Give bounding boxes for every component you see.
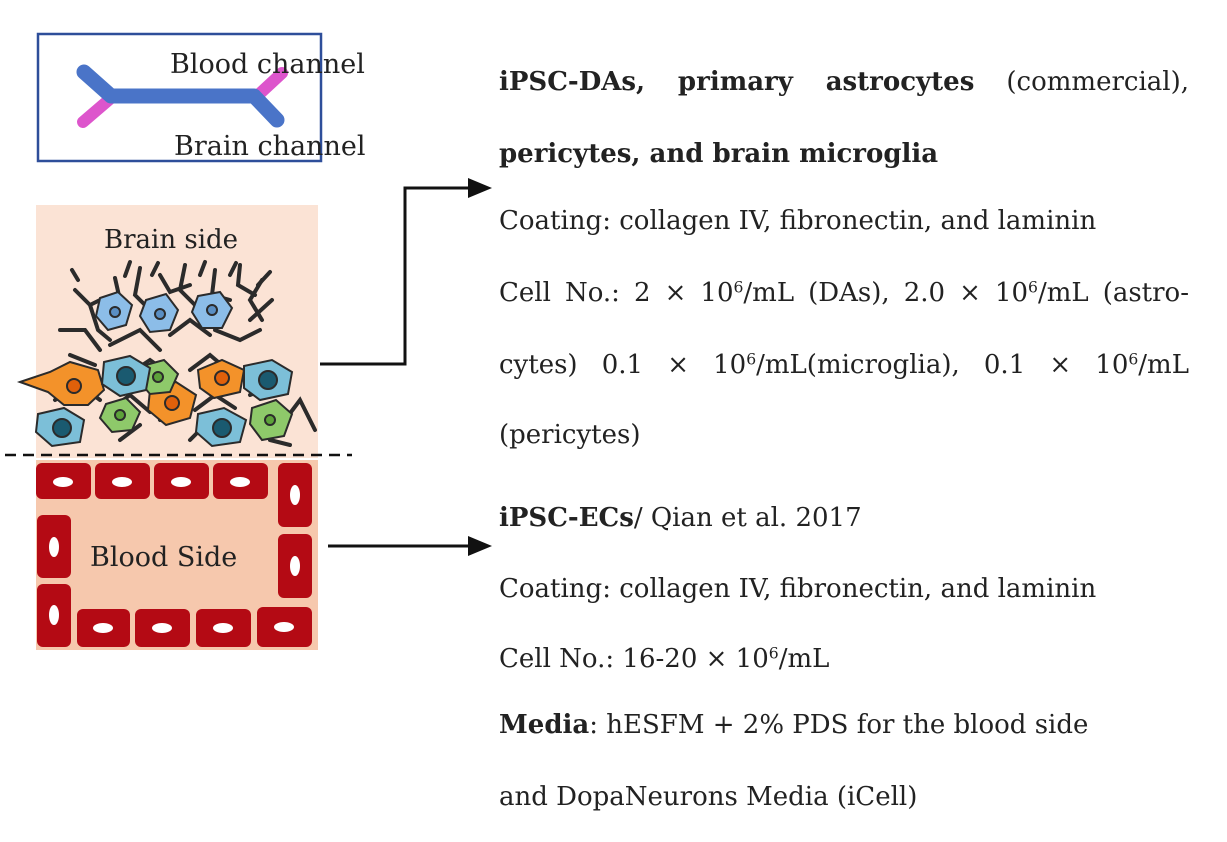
brain-info-title-line2: pericytes, and brain microglia — [499, 139, 939, 169]
cells-text: /mL — [1138, 350, 1189, 380]
brain-info-coating: Coating: collagen IV, fibronectin, and l… — [499, 206, 1097, 236]
blood-info-title-rest: / Qian et al. 2017 — [633, 503, 862, 533]
blood-info-media-line1: Media: hESFM + 2% PDS for the blood side — [499, 710, 1088, 740]
brain-info-cell-number-line1: Cell No.: 2 × 106/mL (DAs), 2.0 × 106/mL… — [499, 278, 1189, 308]
cells-exponent: 6 — [1028, 278, 1038, 297]
endothelial-nuclei — [49, 477, 300, 633]
pericytes — [34, 354, 294, 448]
brain-info-arrow — [320, 178, 492, 366]
legend-brain-channel-label: Brain channel — [174, 131, 365, 162]
blood-side-compartment: Blood Side — [36, 460, 318, 650]
blood-side-label: Blood Side — [90, 542, 237, 573]
legend-blood-channel-label: Blood channel — [170, 49, 365, 80]
cells-text: Cell No.: 2 × 10 — [499, 278, 734, 308]
brain-side-label: Brain side — [104, 225, 238, 255]
microglia — [98, 358, 294, 442]
cells-text: cytes) 0.1 × 10 — [499, 350, 747, 380]
cells-text: /mL (astro- — [1037, 278, 1190, 308]
cells-text: /mL (DAs), 2.0 × 10 — [743, 278, 1029, 308]
cells-exponent: 6 — [733, 278, 744, 297]
blood-info-cell-number: Cell No.: 16-20 × 106/mL — [499, 644, 829, 674]
astrocytes — [94, 290, 234, 334]
blood-channel-shape — [76, 64, 285, 128]
brain-info-cell-number-line3: (pericytes) — [499, 420, 641, 450]
brain-info-title-bold: iPSC-DAs, primary astrocytes — [499, 67, 975, 97]
channel-legend: Blood channel Brain channel — [36, 32, 365, 163]
media-text: : hESFM + 2% PDS for the blood side — [589, 710, 1089, 740]
brain-side-compartment: Brain side — [16, 205, 318, 458]
blood-info-title-bold: iPSC-ECs — [499, 503, 634, 533]
blood-info-arrow — [328, 536, 492, 556]
cells-text: /mL(microglia), 0.1 × 10 — [756, 350, 1129, 380]
blood-info-coating: Coating: collagen IV, fibronectin, and l… — [499, 574, 1097, 604]
neuron-cell — [16, 360, 106, 406]
cells-exponent: 6 — [746, 350, 757, 369]
cells-text: Cell No.: 16-20 × 10 — [499, 644, 769, 674]
brain-info-cell-number-line2: cytes) 0.1 × 106/mL(microglia), 0.1 × 10… — [499, 350, 1189, 380]
blood-info-title: iPSC-ECs/ Qian et al. 2017 — [499, 503, 862, 533]
brain-info-title-rest: (commercial), — [974, 67, 1189, 97]
cells-exponent: 6 — [768, 644, 779, 663]
blood-info-media-line2: and DopaNeurons Media (iCell) — [499, 782, 918, 812]
brain-info-title-line1: iPSC-DAs, primary astrocytes (commercial… — [499, 67, 1189, 97]
brain-channel-stub-left — [77, 92, 117, 128]
media-label-bold: Media — [499, 710, 590, 740]
cells-text: /mL — [778, 644, 830, 674]
cells-exponent: 6 — [1128, 350, 1139, 369]
